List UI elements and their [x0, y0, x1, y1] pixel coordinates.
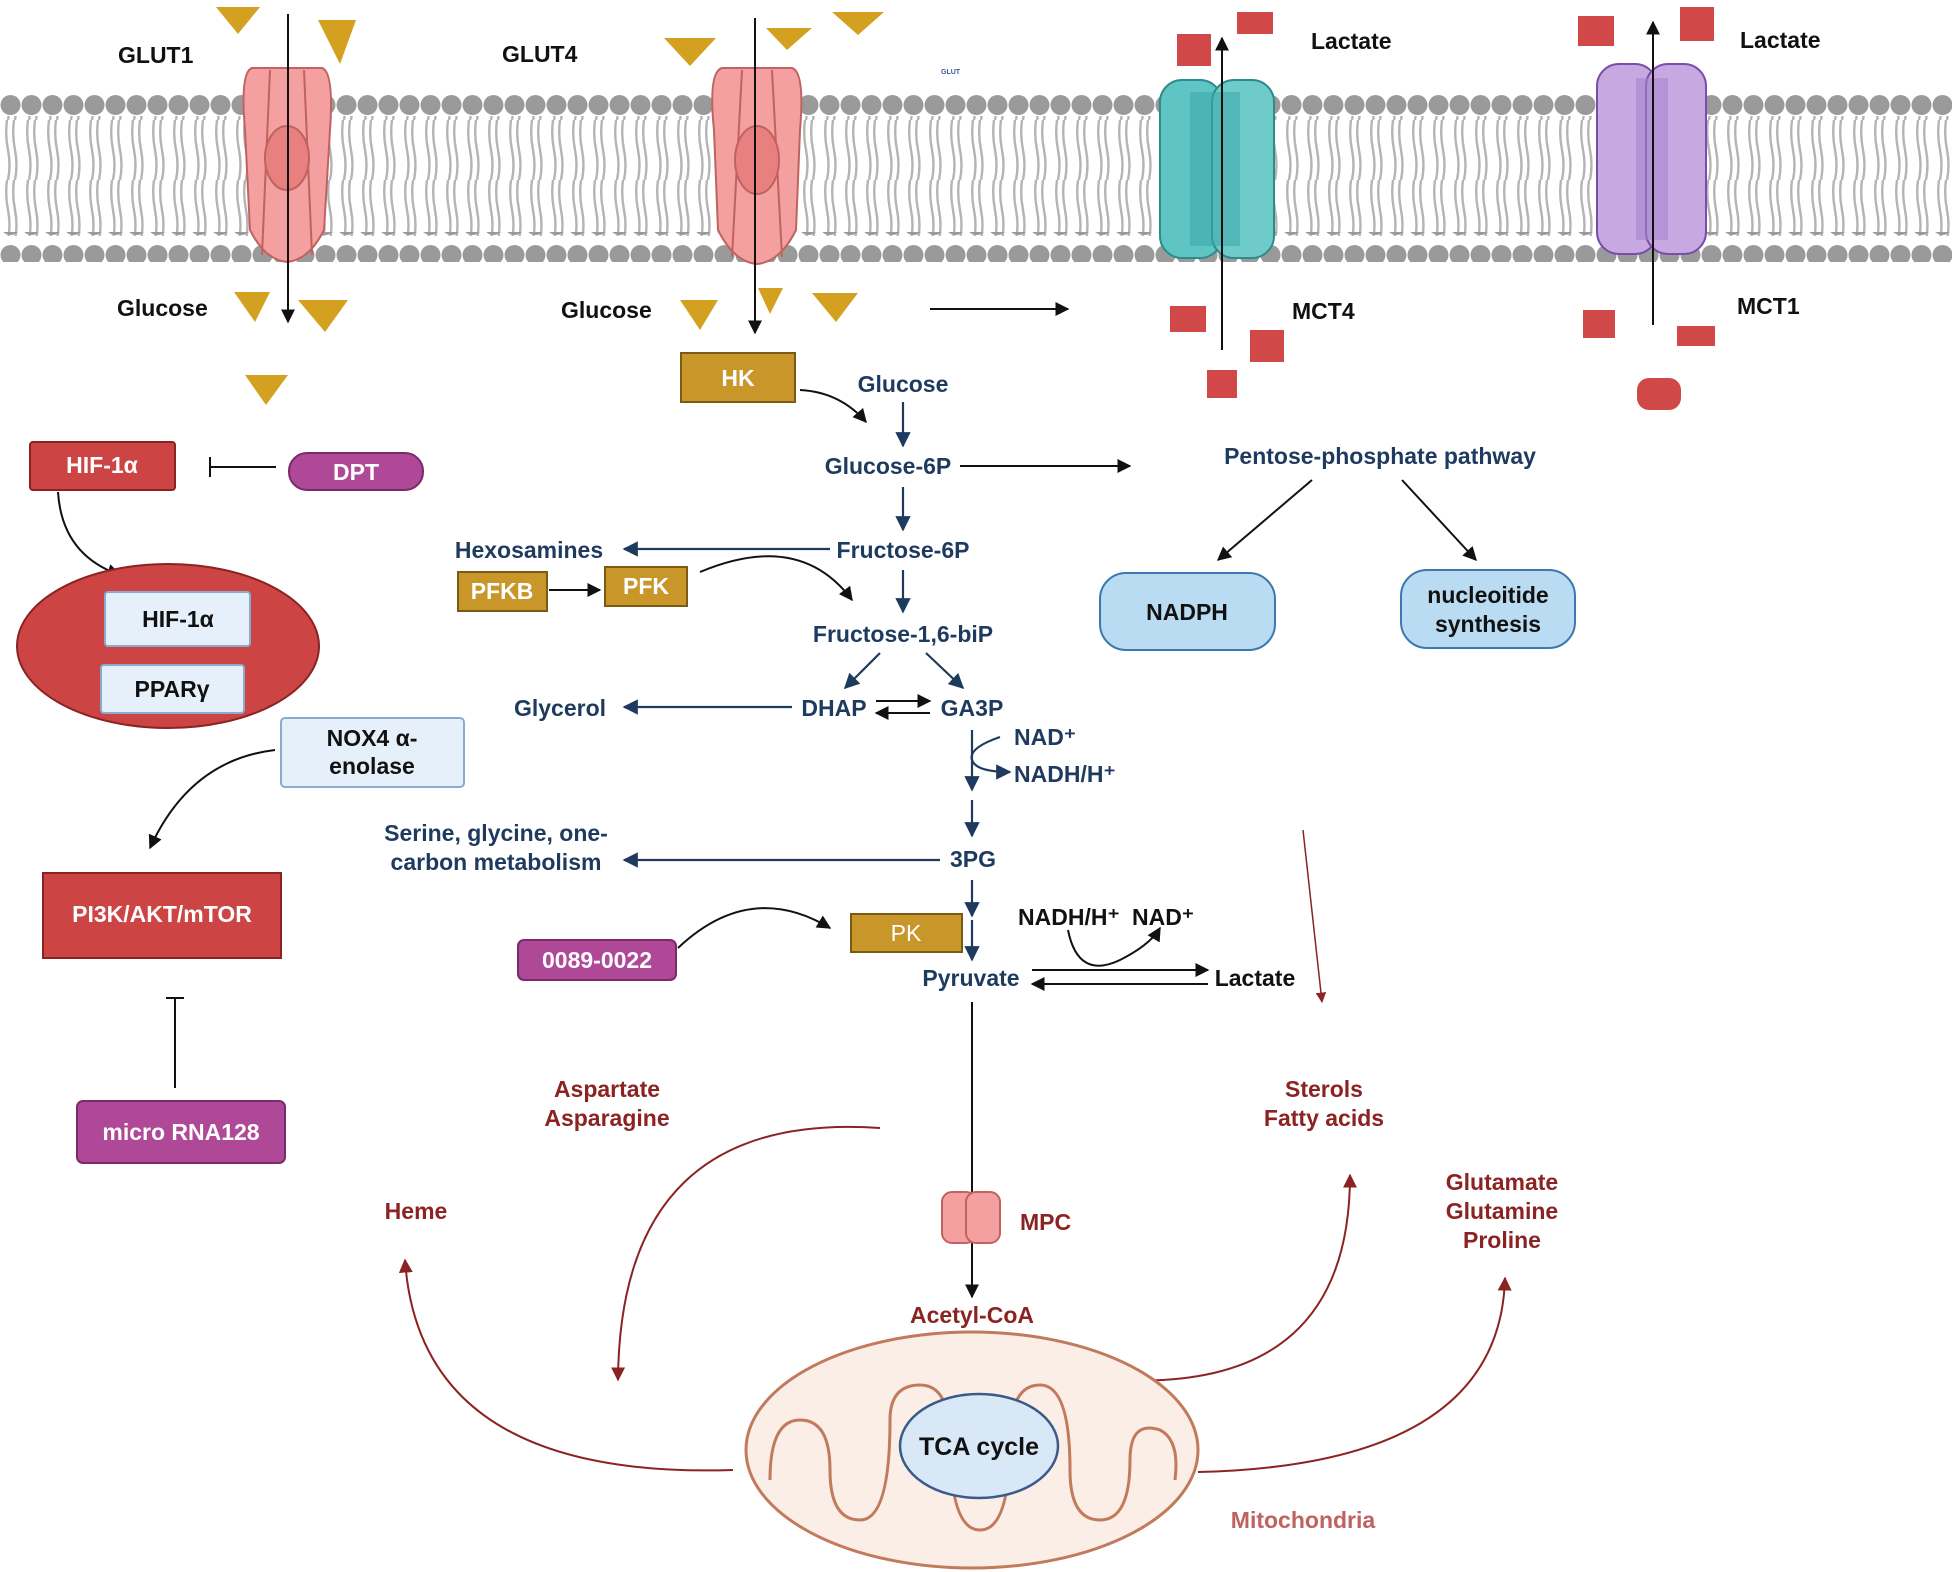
- mct4-label: MCT4: [1292, 298, 1355, 324]
- f16bp-metabolite: Fructose-1,6-biP: [813, 621, 993, 647]
- nox4-box: [280, 717, 465, 788]
- hif1a-box: [29, 441, 176, 491]
- hk-catalysis-arrow: [799, 389, 867, 424]
- arrow-to-heme: [398, 1258, 734, 1472]
- glut4-label: GLUT4: [502, 41, 578, 67]
- nucleotide-label-line1: nucleoitide: [1427, 582, 1548, 608]
- ppary-label: PPARγ: [135, 676, 210, 702]
- nadph-label: NADPH: [1146, 599, 1228, 625]
- pfk-catalysis-arrow: [699, 555, 853, 602]
- dpt-box: [288, 452, 424, 491]
- ga3p-metabolite: GA3P: [941, 695, 1004, 721]
- nadh-cofactor-arrow: [1067, 926, 1161, 967]
- serine-label-line2: carbon metabolism: [391, 849, 602, 875]
- nucleotide-box: [1400, 569, 1576, 649]
- dpt-label: DPT: [333, 459, 379, 485]
- heme-label: Heme: [385, 1198, 448, 1224]
- nucleus-hif1a-label: HIF-1α: [142, 606, 214, 632]
- glutamine-label: Glutamine: [1446, 1198, 1558, 1224]
- pfkb-label: PFKB: [471, 578, 534, 604]
- g6p-metabolite: Glucose-6P: [825, 453, 952, 479]
- arrow-ppp-nadph: [1216, 479, 1313, 561]
- arrow-f16bp-ga3p: [925, 652, 965, 690]
- lactate-label-mct1: Lactate: [1740, 27, 1821, 53]
- hif1a-to-nucleus-arrow: [57, 491, 122, 578]
- mpc-label: MPC: [1020, 1209, 1071, 1235]
- proline-label: Proline: [1463, 1227, 1541, 1253]
- nad2-label: NAD⁺: [1132, 904, 1194, 930]
- mct1-transporter: [1596, 63, 1707, 255]
- serine-label-line1: Serine, glycine, one-: [384, 820, 608, 846]
- glutamate-label: Glutamate: [1446, 1169, 1558, 1195]
- inhibitor-label: 0089-0022: [542, 947, 652, 973]
- glucose-metabolite: Glucose: [858, 371, 949, 397]
- pfk-label: PFK: [623, 573, 669, 599]
- hexosamines-label: Hexosamines: [455, 537, 603, 563]
- mpc-transporter: [941, 1191, 1001, 1244]
- nad-label: NAD⁺: [1014, 724, 1076, 750]
- pk-box: [850, 913, 963, 953]
- inhibitor-box: [517, 939, 677, 981]
- ppary-box: [100, 664, 245, 714]
- glucose-molecules: [216, 7, 884, 405]
- sterols-label: Sterols: [1285, 1076, 1363, 1102]
- nadph-box: [1099, 572, 1276, 651]
- hif1a-label: HIF-1α: [66, 452, 138, 478]
- lactate-metabolite: Lactate: [1215, 965, 1296, 991]
- mct4-transporter: [1159, 79, 1275, 259]
- hk-label: HK: [721, 365, 755, 391]
- glucose-label-glut1: Glucose: [117, 295, 208, 321]
- inhibitor-to-pk-arrow: [677, 907, 832, 949]
- glut4-transporter: [711, 67, 803, 266]
- arrow-f16bp-dhap: [843, 652, 881, 690]
- hk-box: [680, 352, 796, 403]
- pfk-box: [604, 566, 688, 607]
- f6p-metabolite: Fructose-6P: [837, 537, 970, 563]
- dhap-metabolite: DHAP: [801, 695, 866, 721]
- acetylcoa-label: Acetyl-CoA: [910, 1302, 1034, 1328]
- microrna-box: [76, 1100, 286, 1164]
- glut-small-label: GLUT: [941, 69, 961, 76]
- pk-label: PK: [891, 920, 922, 946]
- nucleus-hif1a-box: [104, 591, 251, 647]
- aspartate-label: Aspartate: [554, 1076, 660, 1102]
- asparagine-label: Asparagine: [544, 1105, 669, 1131]
- nadh-label: NADH/H⁺: [1014, 761, 1116, 787]
- glucose-label-glut4: Glucose: [561, 297, 652, 323]
- pyruvate-metabolite: Pyruvate: [922, 965, 1019, 991]
- arrow-ppp-nucleotide: [1401, 479, 1477, 562]
- pfkb-box: [457, 571, 548, 612]
- mitochondria-label: Mitochondria: [1231, 1507, 1376, 1533]
- tca-cycle-ellipse: [898, 1392, 1060, 1500]
- arrow-to-fatty-acids: [1121, 1173, 1357, 1382]
- nox4-to-pi3k-arrow: [148, 749, 276, 850]
- glycerol-label: Glycerol: [514, 695, 606, 721]
- pi3k-label: PI3K/AKT/mTOR: [72, 901, 252, 927]
- lactate-label-mct4: Lactate: [1311, 28, 1392, 54]
- arrow-to-glutamate: [1197, 1276, 1512, 1473]
- nad-cofactor-arrow: [970, 735, 1012, 780]
- nox4-label-line1: NOX4 α-: [327, 725, 418, 751]
- mct1-label: MCT1: [1737, 293, 1800, 319]
- ppp-label: Pentose-phosphate pathway: [1224, 443, 1536, 469]
- nucleotide-label-line2: synthesis: [1435, 611, 1541, 637]
- 3pg-metabolite: 3PG: [950, 846, 996, 872]
- arrow-to-sterols: [1302, 829, 1327, 1004]
- microrna-label: micro RNA128: [102, 1119, 259, 1145]
- nadh2-label: NADH/H⁺: [1018, 904, 1120, 930]
- pi3k-box: [42, 872, 282, 959]
- lactate-molecules: [1170, 7, 1715, 410]
- arrow-to-aspartate: [611, 1125, 881, 1382]
- glut1-label: GLUT1: [118, 42, 194, 68]
- fatty-acids-label: Fatty acids: [1264, 1105, 1384, 1131]
- tca-cycle-label: TCA cycle: [919, 1433, 1039, 1461]
- nox4-label-line2: enolase: [329, 753, 415, 779]
